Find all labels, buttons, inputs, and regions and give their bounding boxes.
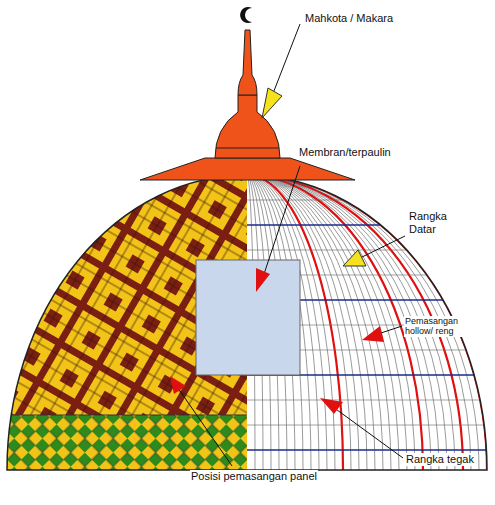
frame-ring	[247, 200, 495, 201]
frame-ring	[247, 400, 495, 401]
callout-label: Mahkota / Makara	[304, 12, 394, 25]
arrowhead	[343, 250, 366, 266]
membrane-sheet	[196, 260, 300, 375]
frame-ring	[247, 250, 495, 251]
callout-label: Membran/terpaulin	[298, 146, 392, 159]
callout-label: Rangka Datar	[408, 210, 465, 235]
callout-label: Rangka tegak	[405, 453, 475, 466]
arrowhead	[170, 376, 186, 394]
leader-line	[333, 407, 403, 458]
callout-label: Posisi pemasangan panel	[190, 470, 318, 483]
arrowhead	[362, 326, 384, 342]
base-band	[0, 415, 250, 475]
crown-base	[140, 158, 355, 180]
arrowhead	[256, 268, 270, 292]
band-edge	[0, 415, 250, 416]
leader-line	[178, 388, 232, 466]
leader-line	[262, 166, 300, 280]
arrowhead	[262, 88, 282, 118]
crescent	[240, 7, 252, 23]
leader-line	[272, 24, 300, 96]
dome-outline	[7, 175, 487, 470]
frame-ring	[247, 449, 495, 450]
leader-line	[360, 236, 405, 258]
arrowhead	[320, 398, 343, 414]
callout-label: Pemasangan hollow/ reng	[404, 316, 478, 337]
crown-ring	[216, 148, 279, 149]
crown-spire	[238, 30, 257, 95]
leader-lines	[178, 24, 405, 466]
frame-ring	[247, 425, 495, 426]
